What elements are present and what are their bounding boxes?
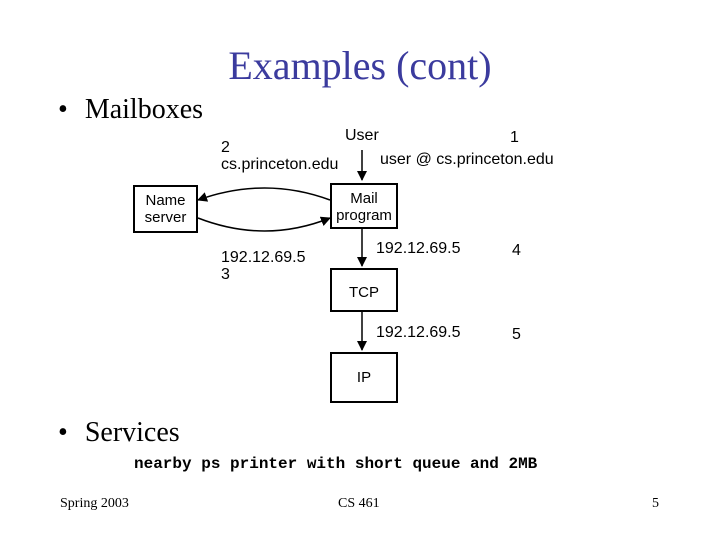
mail-program-line1: Mail — [350, 190, 378, 207]
slide-title: Examples (cont) — [228, 43, 492, 88]
bullet-symbol: • — [58, 94, 68, 125]
mail-program-box: Mail program — [330, 183, 398, 229]
arrow-query-to-nameserver — [197, 187, 331, 202]
query-name-label: cs.princeton.edu — [221, 156, 339, 173]
step-5-number: 5 — [512, 326, 521, 343]
step-2-number: 2 — [221, 139, 230, 156]
bullet-label-mailboxes: Mailboxes — [84, 94, 204, 125]
ip-to-tcp-label: 192.12.69.5 — [376, 240, 461, 257]
footer-course: CS 461 — [338, 496, 380, 511]
bullet-services: • Services — [58, 417, 180, 449]
services-code-line: nearby ps printer with short queue and 2… — [134, 455, 538, 473]
user-address-label: user @ cs.princeton.edu — [380, 151, 554, 168]
page-number: 5 — [652, 496, 659, 511]
bullet-symbol: • — [58, 417, 68, 448]
tcp-box: TCP — [330, 268, 398, 312]
footer-date: Spring 2003 — [60, 496, 129, 511]
ip-box: IP — [330, 352, 398, 403]
name-server-line2: server — [144, 209, 187, 226]
ip-label: IP — [356, 369, 372, 386]
bullet-label-services: Services — [84, 417, 180, 448]
name-server-box: Name server — [133, 185, 198, 233]
ip-to-ip-label: 192.12.69.5 — [376, 324, 461, 341]
tcp-label: TCP — [349, 284, 379, 301]
reply-ip-label: 192.12.69.5 — [221, 249, 306, 266]
name-server-line1: Name — [145, 192, 186, 209]
bullet-mailboxes: • Mailboxes — [58, 94, 203, 126]
step-4-number: 4 — [512, 242, 521, 259]
mail-program-line2: program — [336, 207, 392, 224]
step-1-number: 1 — [510, 129, 519, 146]
arrow-reply-to-mail — [197, 216, 331, 232]
user-label: User — [345, 127, 379, 144]
step-3-number: 3 — [221, 266, 230, 283]
